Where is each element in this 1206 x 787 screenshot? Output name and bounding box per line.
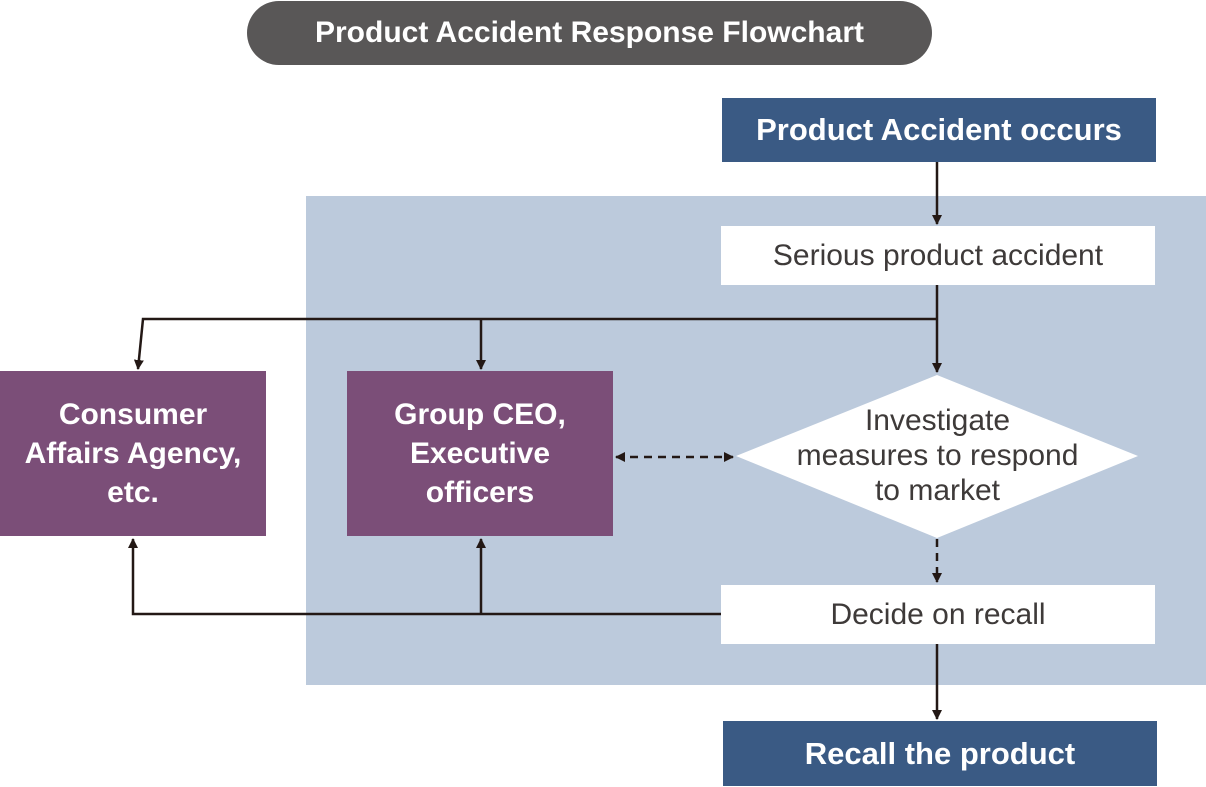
- flowchart-title: Product Accident Response Flowchart: [247, 1, 932, 65]
- node-investigate-diamond: [736, 375, 1138, 538]
- node-serious-product-accident: Serious product accident: [721, 226, 1155, 285]
- node-label: Group CEO, Executive officers: [394, 398, 566, 509]
- node-label: Recall the product: [804, 735, 1076, 771]
- edge-serious-to-agency: [133, 317, 937, 370]
- flowchart-title-text: Product Accident Response Flowchart: [315, 16, 864, 49]
- node-consumer-affairs-agency: Consumer Affairs Agency, etc.: [0, 371, 266, 536]
- edge-decide-to-agency: [128, 538, 721, 616]
- node-investigate-measures: Investigate measures to respond to marke…: [760, 400, 1115, 510]
- node-recall-the-product: Recall the product: [723, 721, 1157, 786]
- node-label: Serious product accident: [772, 238, 1104, 272]
- node-decide-on-recall: Decide on recall: [721, 585, 1155, 644]
- node-label: Investigate measures to respond to marke…: [796, 403, 1079, 507]
- node-label: Consumer Affairs Agency, etc.: [24, 398, 242, 509]
- node-group-ceo: Group CEO, Executive officers: [347, 371, 613, 536]
- node-label: Product Accident occurs: [756, 112, 1122, 147]
- node-label: Decide on recall: [830, 597, 1046, 631]
- node-product-accident-occurs: Product Accident occurs: [722, 98, 1156, 162]
